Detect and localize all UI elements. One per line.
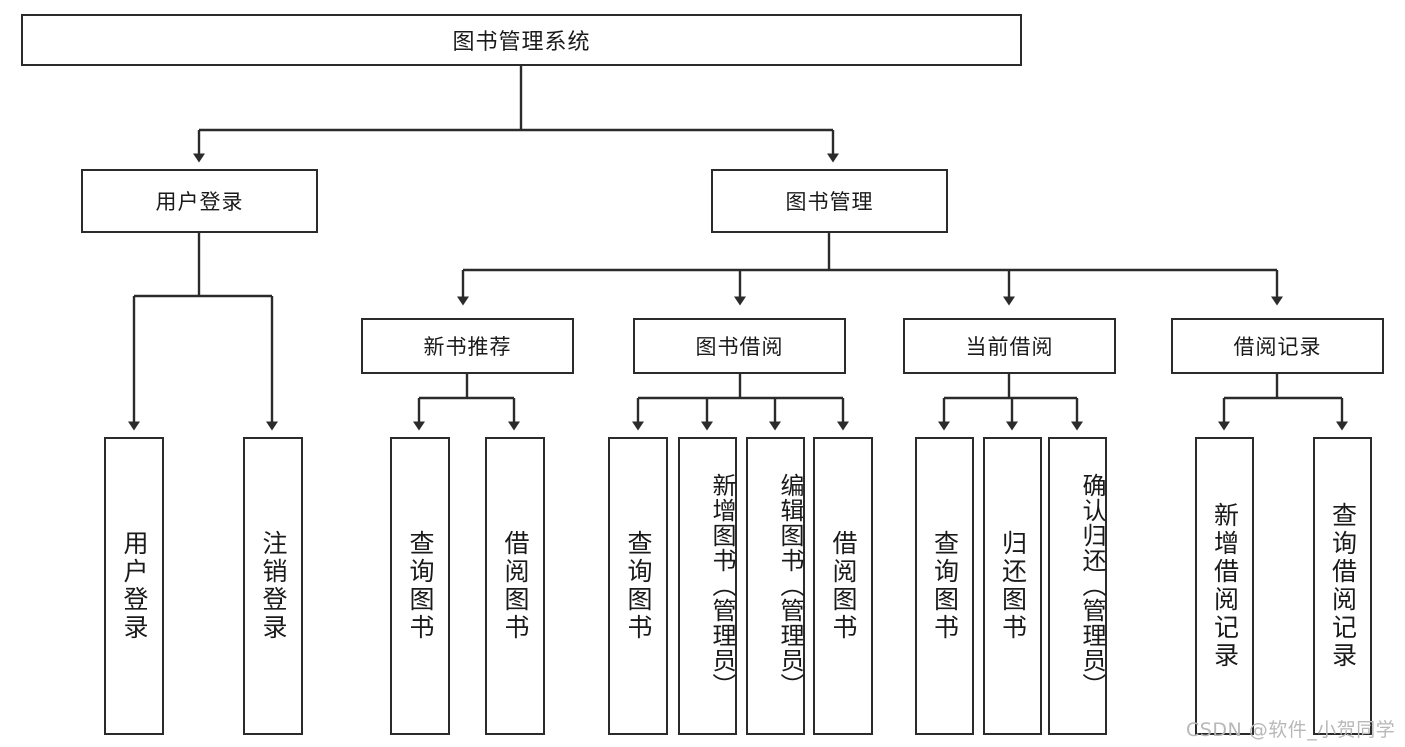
node-label: 归还图书 (998, 530, 1028, 642)
leaf-borrow-book-recommend[interactable]: 借阅图书 (485, 437, 545, 735)
node-label: 图书管理 (785, 190, 874, 214)
node-label: 借阅图书 (829, 530, 858, 642)
leaf-logout[interactable]: 注销登录 (243, 437, 303, 735)
node-label: 借阅图书 (501, 530, 530, 642)
node-label: 查询图书 (930, 530, 960, 642)
node-current-borrow[interactable]: 当前借阅 (903, 318, 1116, 374)
node-label: 图书借阅 (695, 335, 784, 359)
leaf-borrow-book[interactable]: 借阅图书 (813, 437, 873, 735)
leaf-query-borrow-record[interactable]: 查询借阅记录 (1313, 437, 1372, 735)
leaf-query-book-current[interactable]: 查询图书 (915, 437, 974, 735)
leaf-query-book-borrow[interactable]: 查询图书 (608, 437, 668, 735)
node-label: 借阅记录 (1233, 335, 1322, 359)
node-new-book-recommend[interactable]: 新书推荐 (361, 318, 574, 374)
node-label: 查询图书 (406, 530, 435, 642)
node-label: 当前借阅 (965, 335, 1054, 359)
node-label: 新增借阅记录 (1210, 502, 1240, 670)
leaf-add-book-admin[interactable]: 新增图书（管理员） (678, 437, 737, 735)
node-label: 查询图书 (624, 530, 653, 642)
node-root-system[interactable]: 图书管理系统 (21, 14, 1022, 66)
leaf-confirm-return-admin[interactable]: 确认归还（管理员） (1048, 437, 1107, 735)
node-label: 用户登录 (155, 190, 244, 214)
node-label: 新书推荐 (423, 335, 512, 359)
node-label: 注销登录 (259, 530, 288, 642)
node-book-management[interactable]: 图书管理 (711, 169, 948, 233)
leaf-user-login[interactable]: 用户登录 (104, 437, 164, 735)
node-label: 确认归还（管理员） (1078, 472, 1106, 698)
leaf-add-borrow-record[interactable]: 新增借阅记录 (1195, 437, 1254, 735)
node-user-login[interactable]: 用户登录 (81, 169, 318, 233)
leaf-return-book[interactable]: 归还图书 (983, 437, 1042, 735)
node-label: 图书管理系统 (452, 30, 591, 55)
leaf-edit-book-admin[interactable]: 编辑图书（管理员） (746, 437, 805, 735)
node-label: 查询借阅记录 (1328, 502, 1358, 670)
leaf-query-book-recommend[interactable]: 查询图书 (390, 437, 450, 735)
node-label: 编辑图书（管理员） (776, 472, 804, 698)
node-book-borrow[interactable]: 图书借阅 (633, 318, 846, 374)
node-label: 新增图书（管理员） (708, 472, 736, 698)
node-label: 用户登录 (120, 530, 149, 642)
node-borrow-record[interactable]: 借阅记录 (1171, 318, 1384, 374)
